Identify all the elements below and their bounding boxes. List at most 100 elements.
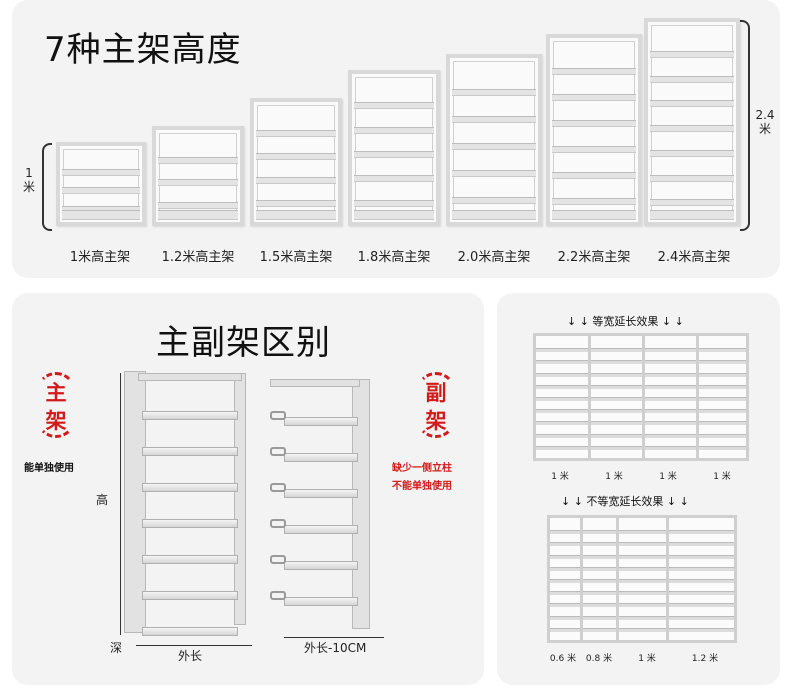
- badge-char-top: 主: [45, 381, 67, 405]
- heights-title: 7种主架高度: [44, 30, 242, 70]
- cabinet-board: [354, 199, 434, 207]
- shelf-label-7: 2.4米高主架: [657, 250, 731, 265]
- extension-board: [536, 384, 746, 389]
- left-height-label: 1 米: [22, 166, 35, 194]
- sub-shelf-board: [284, 417, 358, 426]
- equal-unit-1: 1 米: [551, 472, 569, 482]
- badge-char-bottom: 架: [45, 409, 67, 433]
- cabinet-board: [62, 187, 140, 194]
- extension-post: [696, 336, 699, 458]
- cabinet-board: [354, 151, 434, 158]
- sub-top-cap: [270, 379, 360, 387]
- cabinet-board: [452, 116, 536, 123]
- equal-unit-3: 1 米: [659, 472, 677, 482]
- main-shelf-board: [142, 627, 238, 636]
- cabinet-board: [256, 153, 336, 161]
- extension-board: [536, 360, 746, 365]
- main-shelf-board: [142, 411, 238, 420]
- cabinet-board: [256, 200, 336, 208]
- main-shelf-badge: 主 架: [34, 369, 78, 441]
- cabinet-board: [552, 198, 636, 205]
- main-top-cap: [138, 373, 242, 381]
- shelf-label-5: 2.0米高主架: [457, 250, 531, 265]
- cabinet-frame: [355, 77, 433, 219]
- extension-post: [588, 336, 591, 458]
- shelf-label-2: 1.2米高主架: [161, 250, 235, 265]
- cabinet-board: [158, 201, 238, 209]
- cabinet-board: [452, 170, 536, 177]
- extension-board: [536, 348, 746, 353]
- extension-board: [550, 530, 734, 535]
- cabinet-board: [452, 89, 536, 96]
- cabinet-base: [354, 210, 434, 220]
- cabinet-board: [452, 197, 536, 204]
- cabinet-board: [552, 94, 636, 101]
- main-sub-compare-panel: 主副架区别 主 架 能单独使用 副 架 缺少一侧立柱 不能单独使用 高 深 外长…: [12, 293, 484, 685]
- extension-board: [550, 627, 734, 632]
- main-shelf-board: [142, 591, 238, 600]
- cabinet-board: [650, 174, 734, 182]
- main-left-upright: [124, 371, 146, 633]
- extension-post: [580, 518, 583, 640]
- cabinet-base: [256, 210, 336, 220]
- equal-unit-2: 1 米: [605, 472, 623, 482]
- shelf-hook-icon: [270, 591, 286, 600]
- cabinet-1: [56, 142, 146, 226]
- extension-board: [550, 542, 734, 547]
- unequal-unit-1: 0.6 米: [549, 654, 577, 664]
- cabinet-board: [650, 149, 734, 157]
- cabinet-board: [650, 50, 734, 58]
- shelf-hook-icon: [270, 447, 286, 456]
- equal-width-title: ↓ ↓ 等宽延长效果 ↓ ↓: [567, 315, 684, 328]
- cabinet-board: [158, 156, 238, 164]
- sub-length-line: [284, 637, 384, 638]
- unequal-unit-3: 1 米: [638, 654, 656, 664]
- extension-board: [550, 554, 734, 559]
- cabinet-board: [552, 120, 636, 127]
- extension-board: [550, 579, 734, 583]
- cabinet-board: [158, 179, 238, 186]
- shelf-label-1: 1米高主架: [69, 250, 131, 265]
- extension-board: [536, 397, 746, 401]
- cabinet-board: [452, 143, 536, 150]
- cabinet-board: [650, 199, 734, 207]
- cabinet-base: [158, 210, 238, 220]
- unequal-width-title: ↓ ↓ 不等宽延长效果 ↓ ↓: [561, 495, 689, 508]
- badge-ring: [416, 372, 456, 438]
- cabinet-base: [62, 210, 140, 220]
- extension-post: [666, 518, 669, 640]
- extension-board: [536, 409, 746, 414]
- compare-title: 主副架区别: [156, 323, 331, 363]
- cabinet-board: [354, 102, 434, 110]
- cabinet-3: [250, 98, 342, 226]
- cabinet-board: [552, 172, 636, 179]
- sub-shelf-note-1: 缺少一侧立柱: [392, 463, 452, 474]
- shelf-label-4: 1.8米高主架: [357, 250, 431, 265]
- shelf-label-3: 1.5米高主架: [259, 250, 333, 265]
- cabinet-base: [552, 210, 636, 220]
- badge-ring: [36, 372, 76, 438]
- height-dimension-line: [120, 373, 121, 635]
- cabinet-board: [62, 168, 140, 176]
- sub-shelf-board: [284, 525, 358, 534]
- cabinet-board: [650, 75, 734, 83]
- extension-board: [536, 433, 746, 438]
- cabinet-base: [650, 210, 734, 220]
- shelf-hook-icon: [270, 483, 286, 492]
- shelf-hook-icon: [270, 555, 286, 564]
- extension-effects-panel: ↓ ↓ 等宽延长效果 ↓ ↓ 1 米 1 米 1 米 1 米 ↓ ↓ 不等宽延长…: [497, 293, 780, 685]
- sub-length-label: 外长-10CM: [304, 641, 367, 655]
- sub-shelf-badge: 副 架: [414, 369, 458, 441]
- badge-char-bottom: 架: [425, 409, 447, 433]
- left-height-brace: [42, 143, 52, 231]
- shelf-label-6: 2.2米高主架: [557, 250, 631, 265]
- extension-post: [642, 336, 645, 458]
- extension-board: [536, 421, 746, 426]
- sub-shelf-board: [284, 453, 358, 462]
- main-shelf-board: [142, 447, 238, 456]
- sub-shelf-note-2: 不能单独使用: [392, 481, 452, 492]
- unequal-width-shelf: [547, 515, 737, 643]
- main-length-label: 外长: [178, 649, 203, 663]
- extension-board: [536, 372, 746, 377]
- cabinet-5: [446, 54, 542, 226]
